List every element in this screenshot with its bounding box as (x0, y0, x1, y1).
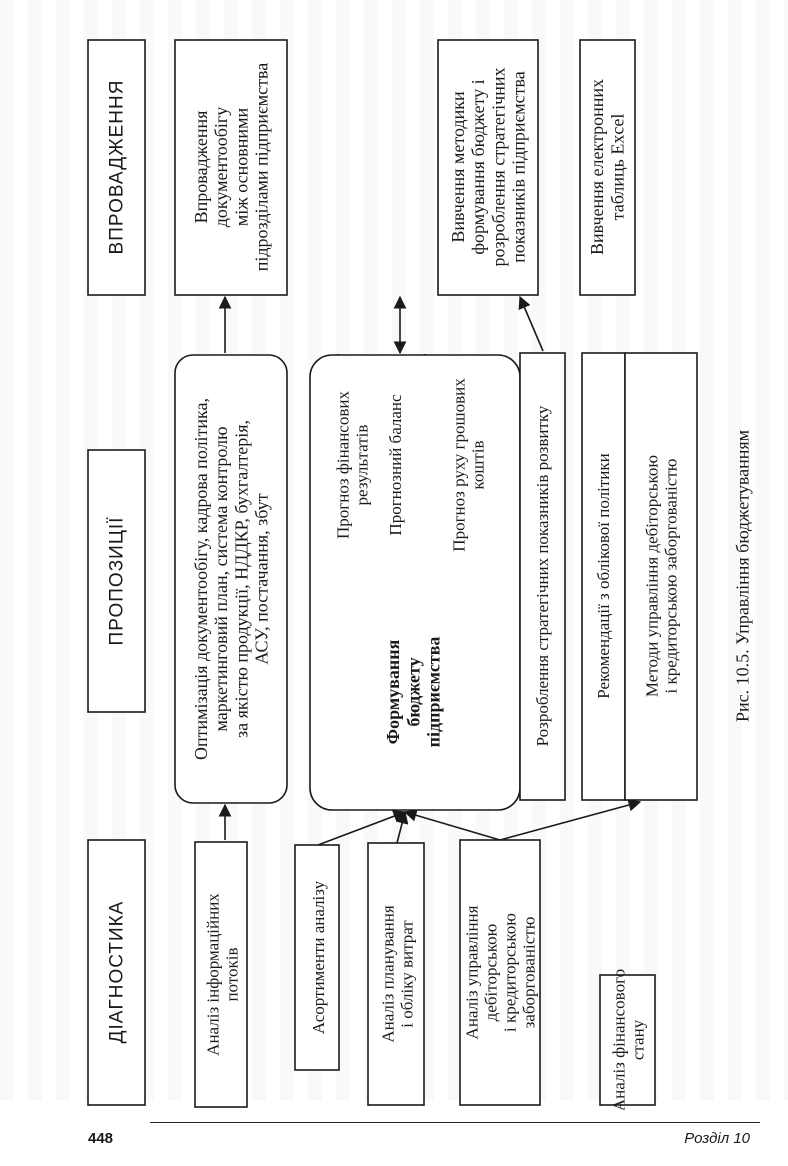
optimization-box (174, 354, 288, 804)
proposal-strategic: Розроблення стратегічних показників розв… (533, 405, 552, 746)
diagnostics-item-box-1 (194, 841, 248, 1108)
diagnostics-item-box-5 (599, 974, 656, 1106)
diagnostics-item-3: Аналіз плануванняі обліку витрат (378, 905, 416, 1043)
diagnostics-item-4: Аналіз управліннядебіторськоюі кредиторс… (462, 905, 538, 1039)
budget-part-financial-results: Прогноз фінансовихрезультатів (333, 391, 371, 539)
implementation-item-3: Вивчення електроннихтаблиць Excel (587, 79, 627, 255)
budget-title: Формуваннябюджетупідприємства (383, 637, 443, 748)
budget-part-cash-flow: Прогноз руху грошовихкоштів (449, 378, 487, 552)
arrow-strategic-to-methodology (518, 295, 544, 352)
header-proposals: ПРОПОЗИЦІЇ (107, 517, 128, 646)
diagnostics-item-box-4 (459, 839, 541, 1106)
implementation-item-1: Впровадженнядокументообігуміж основнимип… (191, 63, 271, 272)
footer-rule (150, 1122, 760, 1123)
diagnostics-item-2: Асортименти аналізу (309, 880, 328, 1034)
implementation-item-box-1 (174, 39, 288, 296)
implementation-item-2: Вивчення методикиформування бюджету іроз… (448, 68, 528, 267)
header-implementation-box (87, 39, 146, 296)
figure-caption: Рис. 10.5. Управління бюджетуванням (732, 430, 752, 722)
arrow-analysis-to-budget (395, 810, 409, 844)
diagnostics-item-1: Аналіз інформаційнихпотоків (203, 893, 241, 1056)
section-label: Розділ 10 (684, 1130, 750, 1147)
proposal-receivables: Методи управління дебіторськоюі кредитор… (642, 455, 680, 698)
diagnostics-item-box-3 (367, 842, 425, 1106)
budget-part-forecast-balance: Прогнозний баланс (386, 394, 405, 536)
proposal-optimization: Оптимізація документообігу, кадрова полі… (191, 398, 271, 760)
diagnostics-item-box-2 (294, 844, 340, 1071)
header-diagnostics: ДІАГНОСТИКА (107, 901, 128, 1044)
header-implementation: ВПРОВАДЖЕННЯ (107, 80, 128, 255)
diagnostics-item-5: Аналіз фінансовогостану (609, 969, 647, 1110)
arrow-analysis-to-budget (403, 809, 501, 841)
receivables-box (624, 352, 698, 801)
implementation-item-box-2 (437, 39, 539, 296)
header-proposals-box (87, 449, 146, 713)
strategic-box (519, 352, 566, 801)
header-diagnostics-box (87, 839, 146, 1106)
budgeting-diagram: ДІАГНОСТИКА ПРОПОЗИЦІЇ ВПРОВАДЖЕННЯ Аналіз … (87, 39, 752, 1110)
page-number: 448 (88, 1130, 114, 1147)
proposal-accounting: Рекомендації з облікової політики (594, 453, 613, 698)
arrow-analysis-to-budget (317, 810, 407, 846)
arrow-receivables-analysis-to-methods (499, 798, 642, 841)
implementation-item-box-3 (579, 39, 636, 296)
